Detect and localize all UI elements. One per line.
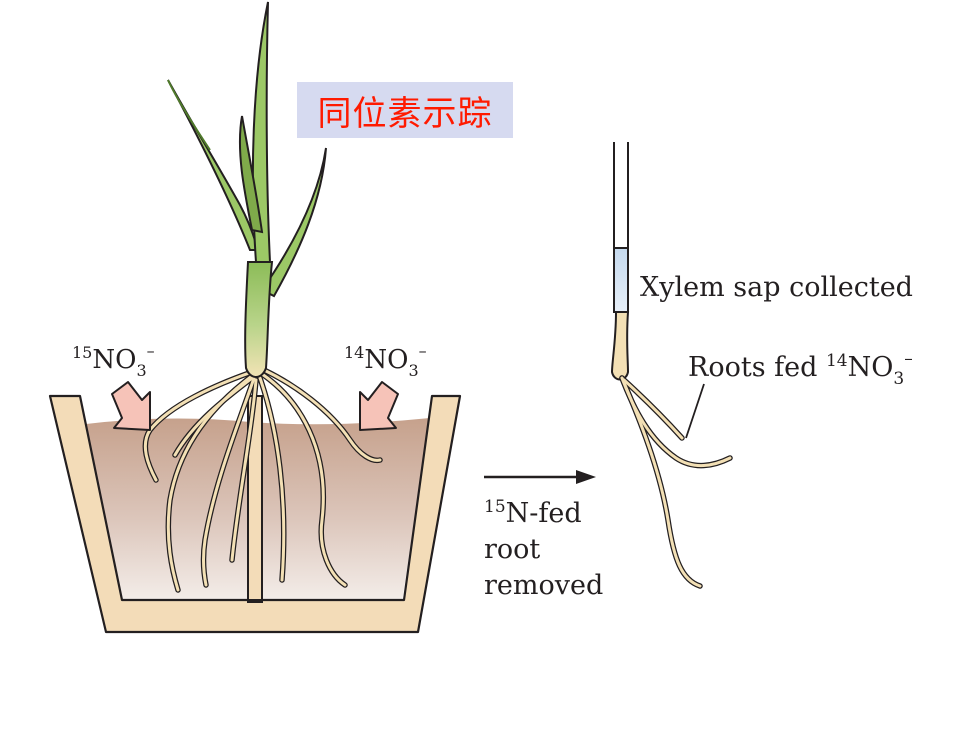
process-arrow <box>484 470 596 484</box>
left-nitrate-arrow <box>111 381 151 431</box>
roots-label: Roots fed 14NO3– <box>688 349 913 389</box>
cut-stem <box>610 311 630 381</box>
leaf-inner <box>238 115 264 234</box>
left-nitrate-label: 15NO3– <box>72 341 155 380</box>
remaining-root <box>619 375 733 589</box>
title-text: 同位素示踪 <box>317 93 493 134</box>
pot <box>48 394 462 634</box>
roots-in-pot <box>142 367 383 593</box>
stem <box>244 261 274 378</box>
pot-wall <box>48 394 462 634</box>
xylem-sap <box>613 247 629 313</box>
roots-leader-line <box>685 383 705 439</box>
sap-label: Xylem sap collected <box>640 272 913 303</box>
right-nitrate-arrow <box>359 381 399 431</box>
right-nitrate-label: 14NO3– <box>344 341 427 380</box>
xylem-tube <box>613 142 629 313</box>
plant <box>167 1 327 378</box>
title-box: 同位素示踪 <box>297 82 513 138</box>
removed-label: 15N-fed root removed <box>484 497 603 601</box>
